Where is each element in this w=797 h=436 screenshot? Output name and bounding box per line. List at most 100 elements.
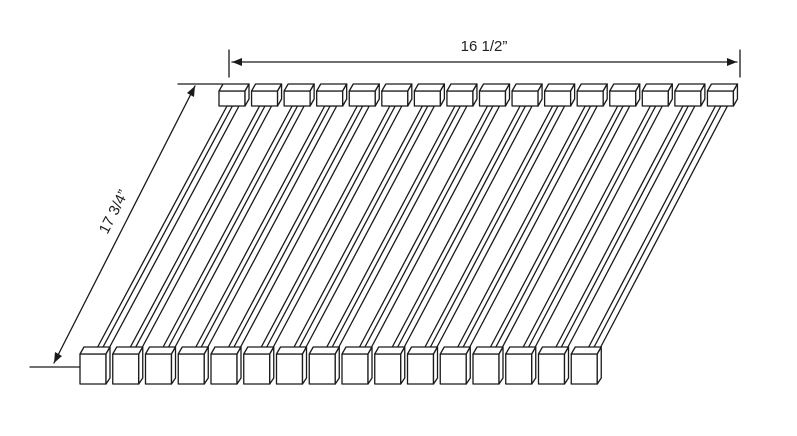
slat-rod-edge	[485, 105, 624, 366]
slat-bottom-cap-top	[439, 346, 471, 355]
slat-top-cap-top	[478, 83, 511, 92]
length-dimension-line	[53, 85, 196, 364]
slat-bottom-cap-top	[275, 346, 308, 355]
slat-top-cap-side	[374, 83, 380, 107]
slat-rod-edge	[518, 105, 657, 366]
slat	[144, 83, 315, 385]
slat-bottom-cap-top	[537, 346, 570, 355]
slat-bottom-cap-top	[177, 346, 209, 355]
slat-rod-edge	[223, 105, 364, 366]
slat-bottom-cap-side	[203, 346, 209, 385]
slat-bottom-cap-top	[243, 346, 275, 355]
width-label: 16 1/2”	[461, 38, 508, 55]
slat-bottom-cap-front	[79, 353, 107, 385]
slat	[570, 83, 739, 385]
length-arrowhead-bottom	[54, 352, 62, 363]
slat	[308, 83, 478, 385]
slat-top-cap-front	[576, 90, 604, 107]
slat-bottom-cap-front	[505, 353, 533, 385]
slat-top-cap-side	[635, 83, 641, 107]
slat-bottom-cap-front	[472, 353, 500, 385]
slat-top-cap-top	[381, 83, 413, 92]
slat-top-cap-top	[641, 83, 673, 92]
slat-bottom-cap-front	[341, 353, 369, 385]
slat-top-cap-side	[276, 83, 283, 107]
slat-top-cap-top	[250, 83, 283, 92]
slat	[112, 83, 283, 385]
slat	[275, 83, 446, 385]
slat-bottom-cap-top	[374, 346, 406, 355]
slat-rod-edge	[584, 105, 722, 366]
slat-bottom-cap-top	[570, 346, 602, 355]
slat-bottom-cap-side	[531, 346, 537, 385]
slat-top-cap-top	[413, 83, 446, 92]
slat-rod-edge	[125, 105, 266, 366]
slat-top-cap-top	[609, 83, 641, 92]
slat-top-cap-front	[511, 90, 539, 107]
slat-top-cap-top	[283, 83, 315, 92]
slat-bottom-cap-top	[79, 346, 111, 355]
slat-top-cap-side	[407, 83, 413, 107]
slat-top-cap-front	[413, 90, 442, 107]
slat-bottom-cap-side	[269, 346, 275, 385]
length-dimension: 17 3/4”	[29, 83, 223, 368]
slat-top-cap-side	[667, 83, 673, 107]
slat-rod-edge	[387, 105, 527, 366]
slat-rod-edge	[190, 105, 331, 366]
slat-bottom-cap-side	[498, 346, 504, 385]
slat	[472, 83, 641, 385]
slat-bottom-cap-top	[210, 346, 242, 355]
slat-top-cap-front	[381, 90, 409, 107]
slat-top-cap-side	[309, 83, 315, 107]
length-label: 17 3/4”	[96, 187, 132, 236]
slat-bottom-cap-front	[275, 353, 304, 385]
slat-bottom-cap-front	[112, 353, 140, 385]
slat-top-cap-top	[446, 83, 478, 92]
slat-top-cap-side	[504, 83, 511, 107]
slat-bottom-cap-top	[144, 346, 177, 355]
slat	[341, 83, 511, 385]
slat-top-cap-front	[446, 90, 474, 107]
slat-bottom-cap-top	[112, 346, 144, 355]
slat-top-cap-front	[478, 90, 507, 107]
slat-rod-edge	[452, 105, 592, 366]
width-arrowhead-left	[232, 58, 242, 66]
slat	[210, 83, 380, 385]
slat-bottom-cap-top	[472, 346, 504, 355]
slat	[374, 83, 543, 385]
slat-bottom-cap-front	[570, 353, 598, 385]
slat-top-cap-top	[348, 83, 380, 92]
slat-top-cap-front	[543, 90, 572, 107]
slat-bottom-cap-side	[563, 346, 570, 385]
slat-bottom-cap-side	[596, 346, 602, 385]
slat-rod-edge	[158, 105, 299, 366]
slat-top-cap-side	[537, 83, 543, 107]
slat-top-cap-front	[283, 90, 311, 107]
slat-top-cap-side	[342, 83, 348, 107]
slat-top-cap-front	[674, 90, 702, 107]
slat-top-cap-side	[602, 83, 608, 107]
slat-bottom-cap-front	[537, 353, 566, 385]
slat	[537, 83, 706, 385]
slat-rod-edge	[354, 105, 494, 366]
length-arrowhead-top	[187, 86, 195, 97]
slat-bottom-cap-front	[144, 353, 173, 385]
slat-rod-edge	[420, 105, 559, 366]
slat-top-cap-top	[218, 83, 250, 92]
slat-bottom-cap-side	[301, 346, 308, 385]
slat-bottom-cap-side	[400, 346, 406, 385]
slat-bottom-cap-side	[170, 346, 177, 385]
slat-top-cap-front	[641, 90, 669, 107]
slat-top-cap-front	[348, 90, 376, 107]
slat-top-cap-top	[543, 83, 576, 92]
slat-top-cap-front	[609, 90, 637, 107]
slat	[439, 83, 608, 385]
slat-bottom-cap-side	[367, 346, 373, 385]
slat-top-cap-top	[316, 83, 348, 92]
slat-top-cap-top	[576, 83, 608, 92]
slat-top-cap-side	[732, 83, 739, 107]
mat-slats	[79, 83, 739, 385]
slat-bottom-cap-side	[236, 346, 242, 385]
slat-bottom-cap-top	[505, 346, 537, 355]
